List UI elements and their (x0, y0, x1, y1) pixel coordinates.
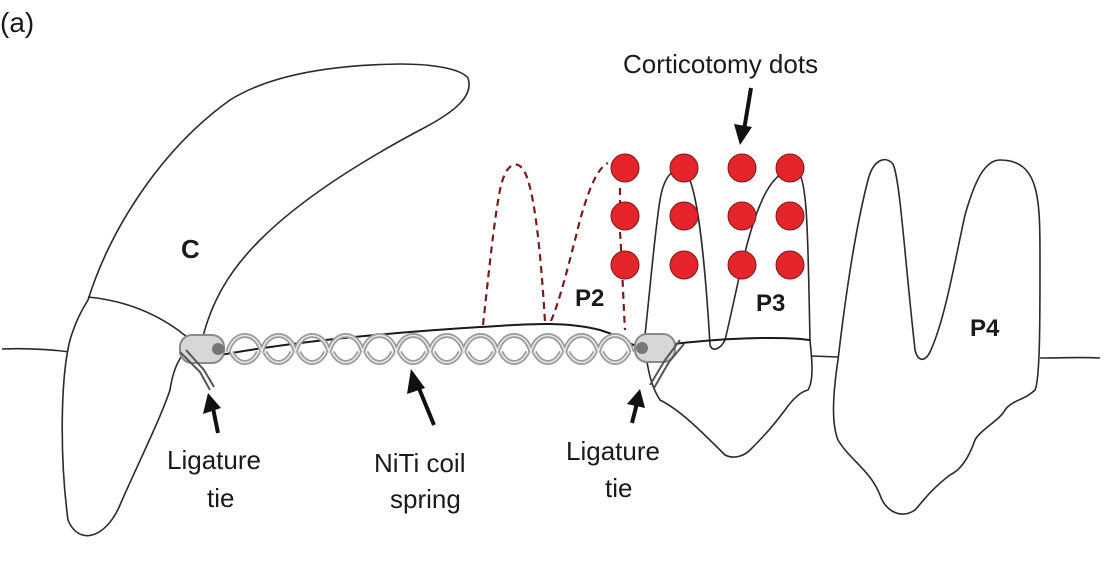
right-ligature-label-line2: tie (605, 473, 632, 503)
corticotomy-label: Corticotomy dots (623, 49, 818, 79)
left-bracket-slot (212, 343, 224, 355)
corticotomy-dot (669, 201, 699, 231)
gum-line-left (1, 347, 71, 353)
corticotomy-dot (775, 250, 805, 280)
corticotomy-dot (727, 201, 757, 231)
right-bracket (634, 333, 685, 389)
corticotomy-dot (610, 153, 640, 183)
left-ligature-label-line1: Ligature (167, 445, 261, 475)
right-ligature-arrow (627, 389, 645, 424)
left-ligature-arrow (203, 393, 221, 434)
corticotomy-dot (727, 153, 757, 183)
right-bracket-slot (636, 342, 648, 354)
coil-spring-arrow (407, 369, 436, 426)
left-ligature-label-line2: tie (207, 483, 234, 513)
p3-label: P3 (756, 290, 785, 317)
tooth-p4: P4 (832, 159, 1041, 515)
niti-coil-spring (225, 333, 635, 365)
corticotomy-dot (610, 201, 640, 231)
corticotomy-dot (727, 250, 757, 280)
coil-spring-label-line1: NiTi coil (374, 448, 465, 478)
tooth-p2: P2 (481, 162, 627, 331)
left-ligature-twist (179, 349, 215, 391)
p4-outline (832, 159, 1041, 515)
right-ligature-twist (649, 339, 685, 389)
coil-spring-label-line2: spring (390, 484, 461, 514)
corticotomy-dot (610, 250, 640, 280)
gum-line-p3-p4 (811, 355, 839, 358)
corticotomy-dot (775, 201, 805, 231)
p2-label: P2 (575, 285, 604, 312)
corticotomy-dots (610, 153, 805, 280)
corticotomy-dot (669, 153, 699, 183)
right-ligature-label-line1: Ligature (566, 436, 660, 466)
corticotomy-arrow (734, 87, 753, 145)
p4-label: P4 (970, 315, 1000, 342)
left-bracket (179, 334, 225, 391)
corticotomy-dot (669, 250, 699, 280)
canine-outline (61, 63, 470, 537)
canine-label: C (181, 234, 200, 264)
coil-highlight (227, 334, 633, 364)
corticotomy-dot (775, 153, 805, 183)
panel-label: (a) (0, 7, 34, 38)
